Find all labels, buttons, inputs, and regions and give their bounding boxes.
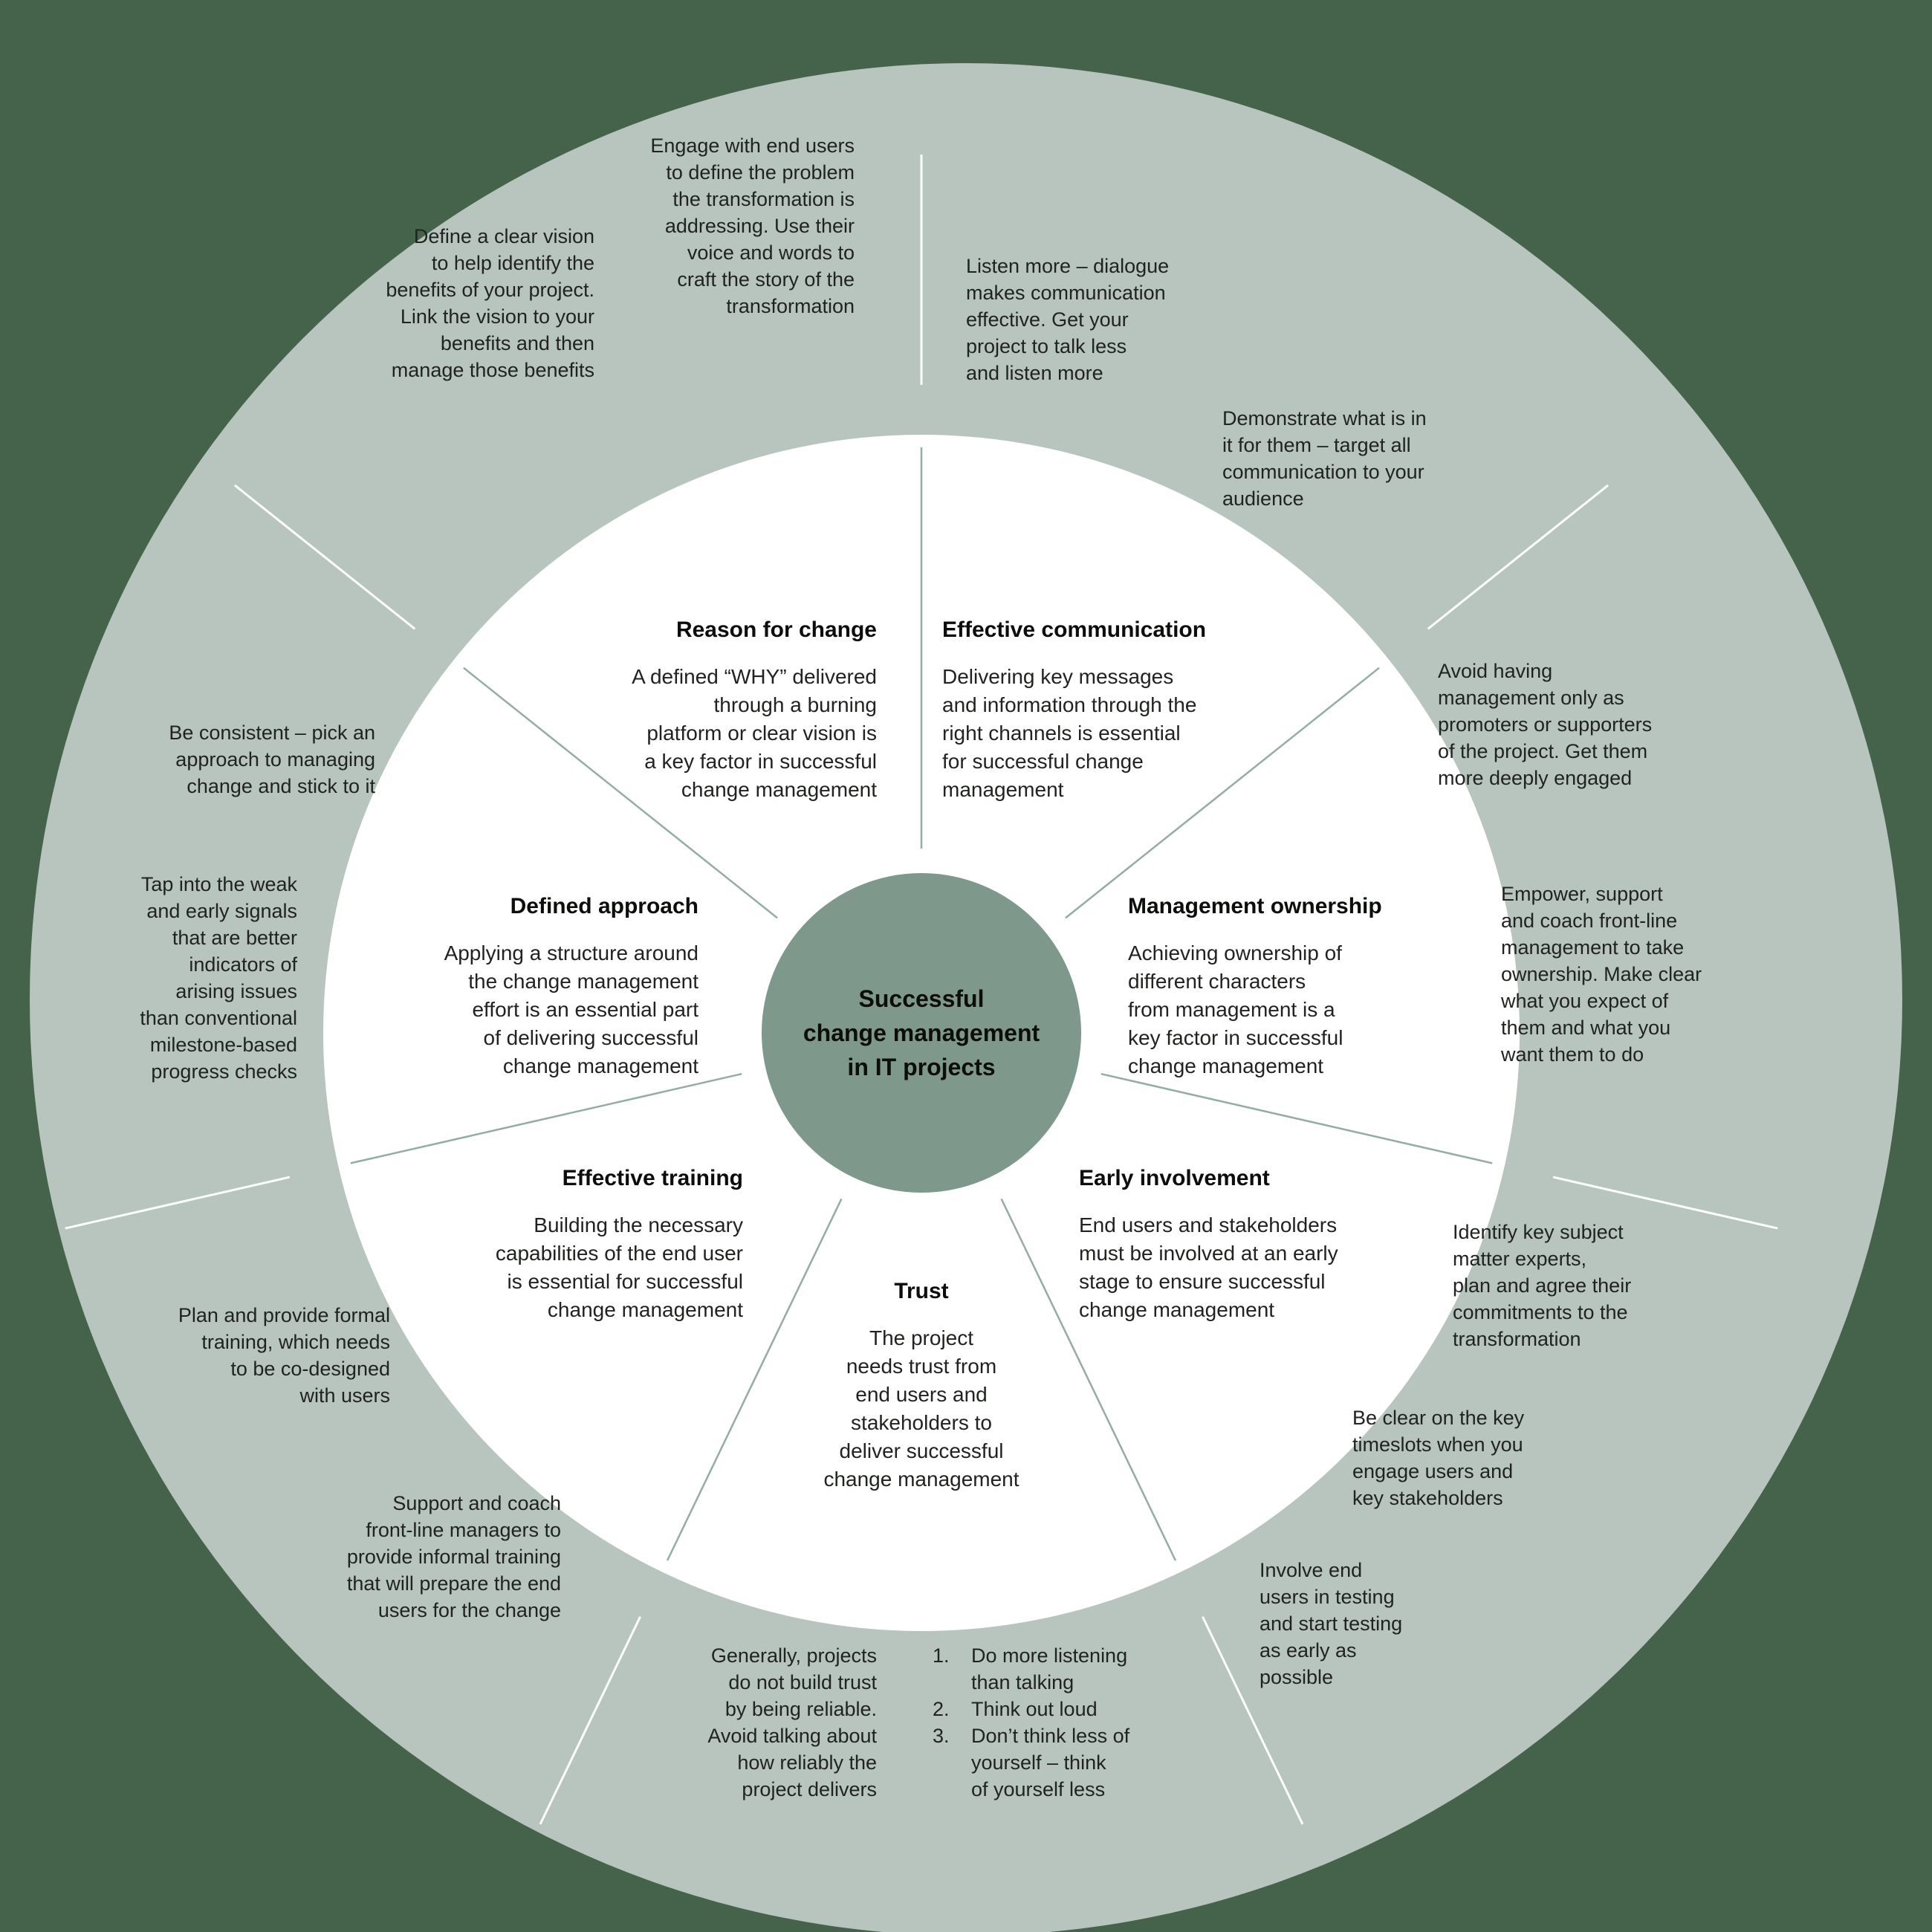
segment-heading: Defined approach (510, 894, 698, 918)
tip-involve-users-testing: Involve end users in testing and start t… (1260, 1559, 1403, 1688)
tip-generally-projects: Generally, projects do not build trust b… (707, 1644, 877, 1800)
tip-demonstrate-value: Demonstrate what is in it for them – tar… (1222, 407, 1427, 510)
segment-body: The project needs trust from end users a… (823, 1326, 1020, 1491)
segment-heading: Effective training (562, 1166, 743, 1190)
segment-heading: Reason for change (675, 617, 877, 642)
list-item-number: 3. (933, 1725, 950, 1747)
list-item-number: 1. (933, 1644, 950, 1667)
tip-avoid-management-only: Avoid having management only as promoter… (1438, 660, 1653, 789)
segment-body: A defined “WHY” delivered through a burn… (632, 665, 877, 801)
tip-engage-end-users: Engage with end users to define the prob… (650, 134, 855, 317)
segment-early-involvement: Early involvement End users and stakehol… (1079, 1150, 1338, 1338)
segment-management-ownership: Management ownership Achieving ownership… (1128, 878, 1382, 1094)
tip-tap-weak-signals: Tap into the weak and early signals that… (140, 873, 297, 1083)
segment-body: Delivering key messages and information … (942, 665, 1197, 801)
tip-empower-coach-management: Empower, support and coach front-line ma… (1501, 883, 1702, 1066)
segment-trust: Trust The project needs trust from end u… (823, 1263, 1019, 1507)
segment-effective-communication: Effective communication Delivering key m… (942, 602, 1206, 817)
segment-reason-for-change: Reason for change A defined “WHY” delive… (632, 602, 877, 817)
segment-body: Achieving ownership of different charact… (1128, 941, 1343, 1077)
list-item: 1. Do more listening than talking (933, 1642, 1129, 1696)
list-item-text: Think out loud (971, 1698, 1098, 1720)
list-item-text: Do more listening than talking (971, 1644, 1128, 1693)
segment-heading: Early involvement (1079, 1166, 1270, 1190)
segment-body: Applying a structure around the change m… (444, 941, 698, 1077)
segment-body: End users and stakeholders must be invol… (1079, 1213, 1338, 1321)
tip-listen-more: Listen more – dialogue makes communicati… (966, 255, 1170, 384)
segment-heading: Management ownership (1128, 894, 1382, 918)
tip-define-vision: Define a clear vision to help identify t… (386, 225, 594, 381)
tip-identify-experts: Identify key subject matter experts, pla… (1453, 1221, 1632, 1350)
list-item: 2. Think out loud (933, 1696, 1129, 1722)
tip-be-consistent: Be consistent – pick an approach to mana… (169, 722, 375, 797)
tip-support-coach-managers: Support and coach front-line managers to… (346, 1492, 561, 1621)
list-item-text: Don’t think less of yourself – think of … (971, 1725, 1130, 1800)
tip-plan-formal-training: Plan and provide formal training, which … (178, 1304, 390, 1407)
outer-divider-lines (65, 155, 1778, 1825)
center-circle (762, 873, 1081, 1193)
list-item: 3. Don’t think less of yourself – think … (933, 1722, 1129, 1803)
list-item-number: 2. (933, 1698, 950, 1720)
segment-effective-training: Effective training Building the necessar… (496, 1150, 743, 1338)
segment-heading: Effective communication (942, 617, 1207, 642)
wheel-title: Successful change management in IT proje… (803, 985, 1040, 1080)
segment-defined-approach: Defined approach Applying a structure ar… (444, 878, 698, 1094)
tip-trust-behaviours-list: 1. Do more listening than talking 2. Thi… (933, 1642, 1129, 1803)
tip-key-timeslots: Be clear on the key timeslots when you e… (1352, 1407, 1525, 1509)
segment-heading: Trust (894, 1279, 949, 1303)
inner-divider-lines (350, 447, 1493, 1561)
segment-body: Building the necessary capabilities of t… (495, 1213, 743, 1321)
